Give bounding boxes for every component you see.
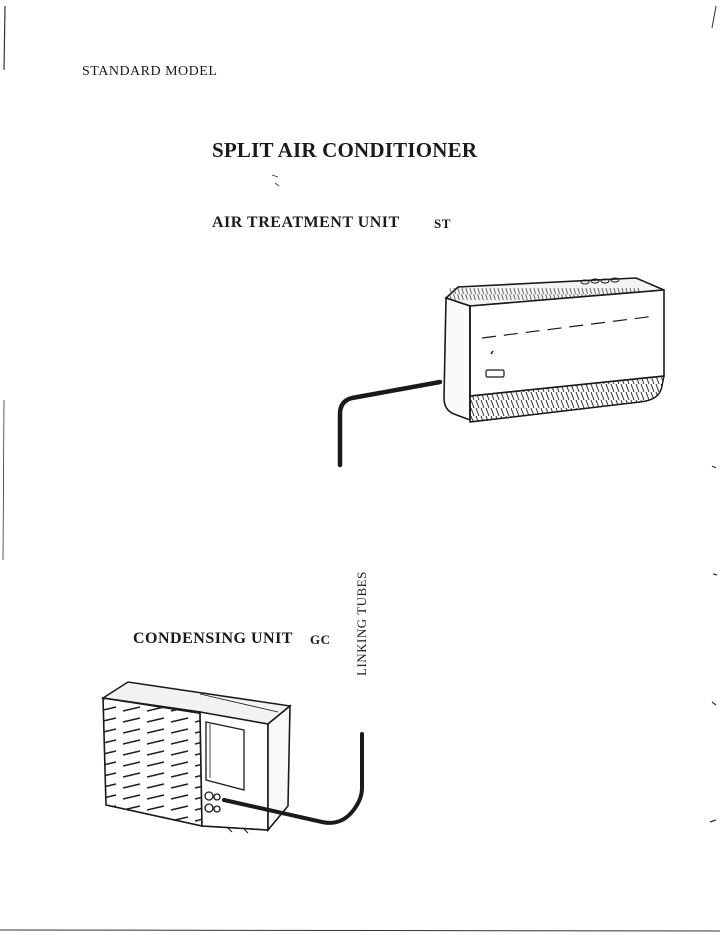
scan-edge-marks [0, 5, 720, 932]
document-title: SPLIT AIR CONDITIONER [212, 138, 478, 162]
condensing-unit-drawing [100, 681, 292, 834]
control-buttons-icon [580, 277, 620, 285]
air-treatment-unit-drawing [443, 277, 665, 423]
air-treatment-unit-code: ST [434, 216, 451, 231]
indoor-linking-tube [337, 379, 443, 468]
condensing-unit-code: GC [310, 632, 331, 647]
service-valve-icon [204, 791, 221, 813]
air-treatment-unit-label: AIR TREATMENT UNIT [212, 214, 400, 231]
outdoor-linking-tube [222, 732, 364, 825]
condensing-unit-label: CONDENSING UNIT [133, 630, 293, 647]
model-label: STANDARD MODEL [82, 64, 218, 79]
